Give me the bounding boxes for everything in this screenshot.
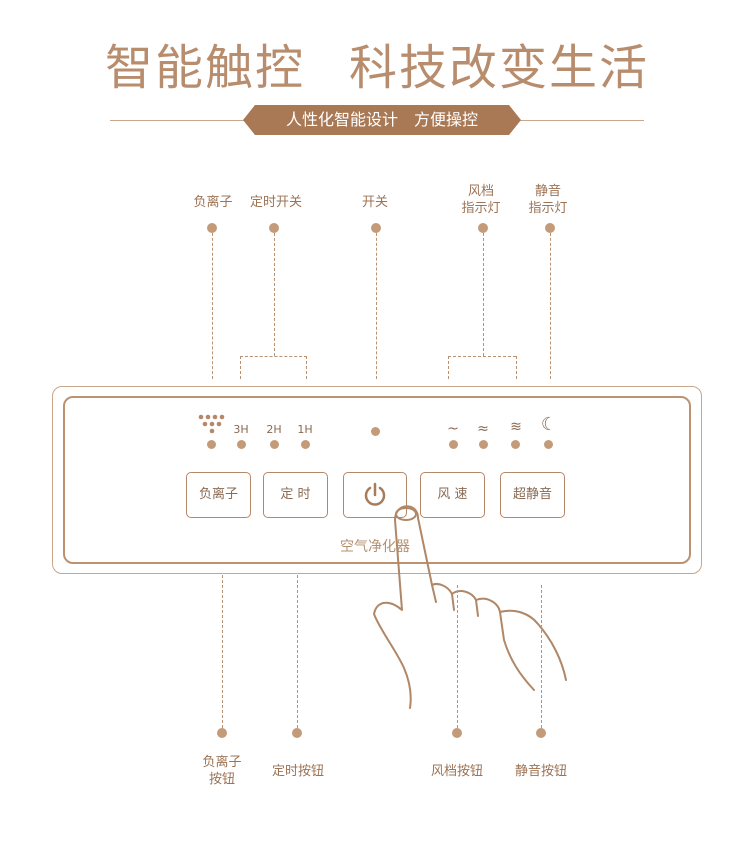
fan-speed-button[interactable]: 风 速 (420, 472, 485, 518)
title-left: 智能触控 (104, 40, 305, 96)
label-power: 开关 (361, 195, 388, 210)
label-fan-indicator-line1: 风档 (467, 184, 494, 199)
label-silent-indicator-line1: 静音 (534, 184, 561, 199)
led-2h (270, 440, 279, 449)
ion-button[interactable]: 负离子 (186, 472, 251, 518)
connector-silent-button (541, 585, 542, 728)
indicator-2h: 2H (266, 423, 282, 436)
bottom-dot-timer (292, 728, 302, 738)
timer-button[interactable]: 定 时 (263, 472, 328, 518)
top-dot-power (371, 223, 381, 233)
bracket-timer (240, 356, 307, 357)
connector-power (376, 233, 377, 379)
label-ion-button-line1: 负离子 (202, 755, 242, 770)
led-3h (237, 440, 246, 449)
led-1h (301, 440, 310, 449)
banner-line-right (514, 120, 644, 121)
connector-ion (212, 233, 213, 379)
label-ion: 负离子 (193, 195, 233, 210)
power-button[interactable] (343, 472, 407, 518)
label-silent-button: 静音按钮 (514, 764, 567, 779)
bracket-timer-right (306, 356, 307, 379)
bottom-dot-fan (452, 728, 462, 738)
top-dot-ion (207, 223, 217, 233)
fan-mid-icon: ≈ (477, 421, 489, 437)
label-silent-indicator-line2: 指示灯 (528, 201, 568, 216)
label-silent-indicator: 静音 指示灯 (518, 183, 578, 217)
connector-fan-button (457, 585, 458, 728)
indicator-3h: 3H (233, 423, 249, 436)
title-right: 科技改变生活 (349, 40, 650, 96)
label-timer-button: 定时按钮 (271, 764, 324, 779)
top-dot-timer (269, 223, 279, 233)
page-title: 智能触控科技改变生活 (0, 28, 754, 98)
power-icon (364, 482, 386, 506)
ion-indicator-icon (198, 414, 225, 434)
label-fan-button: 风档按钮 (430, 764, 483, 779)
label-fan-indicator: 风档 指示灯 (451, 183, 511, 217)
connector-fan (483, 233, 484, 356)
bracket-fan-right (516, 356, 517, 379)
bracket-timer-left (240, 356, 241, 379)
moon-icon: ☾ (540, 414, 558, 435)
connector-ion-button (222, 575, 223, 728)
connector-timer (274, 233, 275, 356)
connector-timer-button (297, 575, 298, 728)
label-ion-button: 负离子 按钮 (192, 754, 252, 788)
indicator-1h: 1H (297, 423, 313, 436)
led-power (371, 427, 380, 436)
label-timer-switch: 定时开关 (249, 195, 302, 210)
silent-button[interactable]: 超静音 (500, 472, 565, 518)
fan-high-icon: ≋ (510, 419, 522, 435)
hand-icon (373, 505, 567, 709)
bottom-dot-silent (536, 728, 546, 738)
control-panel-inner (63, 396, 691, 564)
led-fan-mid (479, 440, 488, 449)
bottom-dot-ion (217, 728, 227, 738)
device-label: 空气净化器 (340, 539, 410, 555)
top-dot-fan (478, 223, 488, 233)
banner-text: 人性化智能设计 方便操控 (285, 110, 478, 129)
led-fan-low (449, 440, 458, 449)
bracket-fan (448, 356, 516, 357)
banner-line-left (110, 120, 250, 121)
connector-silent (550, 233, 551, 379)
banner-shape (243, 105, 521, 135)
top-dot-silent (545, 223, 555, 233)
bracket-fan-left (448, 356, 449, 379)
label-ion-button-line2: 按钮 (208, 772, 235, 787)
led-fan-high (511, 440, 520, 449)
fan-low-icon: ~ (447, 421, 459, 437)
led-silent (544, 440, 553, 449)
label-fan-indicator-line2: 指示灯 (461, 201, 501, 216)
led-ion (207, 440, 216, 449)
